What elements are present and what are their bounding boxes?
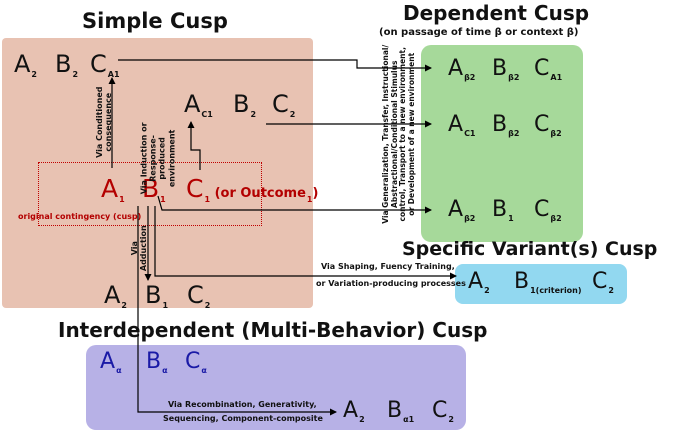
via-generalization-label: Via Generalization, Transfer, Instructio… <box>380 44 416 224</box>
simple-bottom-b: B1 <box>145 281 169 310</box>
dependent-row3-c: Cβ2 <box>534 197 562 223</box>
interdep-b: Bα <box>146 349 168 375</box>
original-a: A1 <box>101 174 125 204</box>
interdependent-cusp-panel <box>86 345 466 430</box>
simple-mid-a: AC1 <box>184 90 213 119</box>
simple-bottom-a: A2 <box>104 281 127 310</box>
simple-mid-c: C2 <box>272 90 296 119</box>
simple-mid-b: B2 <box>233 90 257 119</box>
simple-top-b: B2 <box>55 50 79 79</box>
via-conditioned-label: Via Conditioned consequence <box>94 86 113 158</box>
dependent-row3-b: B1 <box>492 197 514 223</box>
arrow-dependent-top <box>118 59 432 72</box>
specific-variant-cusp-title: Specific Variant(s) Cusp <box>402 238 658 260</box>
variant-a: A2 <box>468 269 490 295</box>
via-recombination-label-line2: Sequencing, Component-composite <box>163 414 323 423</box>
arrow-dependent-bottom <box>157 195 432 214</box>
dependent-row3-a: Aβ2 <box>448 197 476 223</box>
arrow-induction <box>187 121 201 170</box>
dependent-row2-c: Cβ2 <box>534 112 562 138</box>
simple-cusp-title: Simple Cusp <box>82 9 228 33</box>
arrow-recombination <box>137 206 337 416</box>
interdep-result-b: Bα1 <box>387 398 415 424</box>
variant-c: C2 <box>592 269 614 295</box>
interdependent-cusp-title: Interdependent (Multi-Behavior) Cusp <box>58 318 488 342</box>
variant-b: B1(criterion) <box>514 269 582 295</box>
dependent-row1-b: Bβ2 <box>492 56 520 82</box>
dependent-row1-c: CA1 <box>534 56 563 82</box>
original-contingency-box <box>38 162 262 226</box>
dependent-cusp-title: Dependent Cusp <box>403 1 590 25</box>
via-induction-label: Via Induction or Response-produced envir… <box>139 122 177 195</box>
dependent-row2-a: AC1 <box>448 112 476 138</box>
dependent-row1-a: Aβ2 <box>448 56 476 82</box>
original-c: C1 (or Outcome1) <box>186 174 319 204</box>
specific-variant-cusp-panel <box>455 264 627 304</box>
dependent-cusp-panel <box>421 45 583 242</box>
interdep-result-a: A2 <box>343 398 365 424</box>
via-adduction-label: Via Adduction <box>129 225 148 272</box>
interdep-a: Aα <box>100 349 122 375</box>
via-recombination-label-line1: Via Recombination, Generativity, <box>168 400 317 409</box>
interdep-result-c: C2 <box>432 398 454 424</box>
simple-bottom-c: C2 <box>187 281 211 310</box>
via-shaping-label-line1: Via Shaping, Fuency Training, <box>321 262 455 271</box>
original-contingency-label: original contingency (cusp) <box>18 212 142 221</box>
simple-top-a: A2 <box>14 50 37 79</box>
dependent-row2-b: Bβ2 <box>492 112 520 138</box>
via-shaping-label-line2: or Variation-producing processes <box>316 279 466 288</box>
original-b: B1 <box>142 174 166 204</box>
dependent-cusp-subtitle: (on passage of time β or context β) <box>379 27 579 38</box>
simple-top-c: CA1 <box>90 50 120 79</box>
interdep-c: Cα <box>185 349 207 375</box>
arrow-variant <box>154 206 457 280</box>
